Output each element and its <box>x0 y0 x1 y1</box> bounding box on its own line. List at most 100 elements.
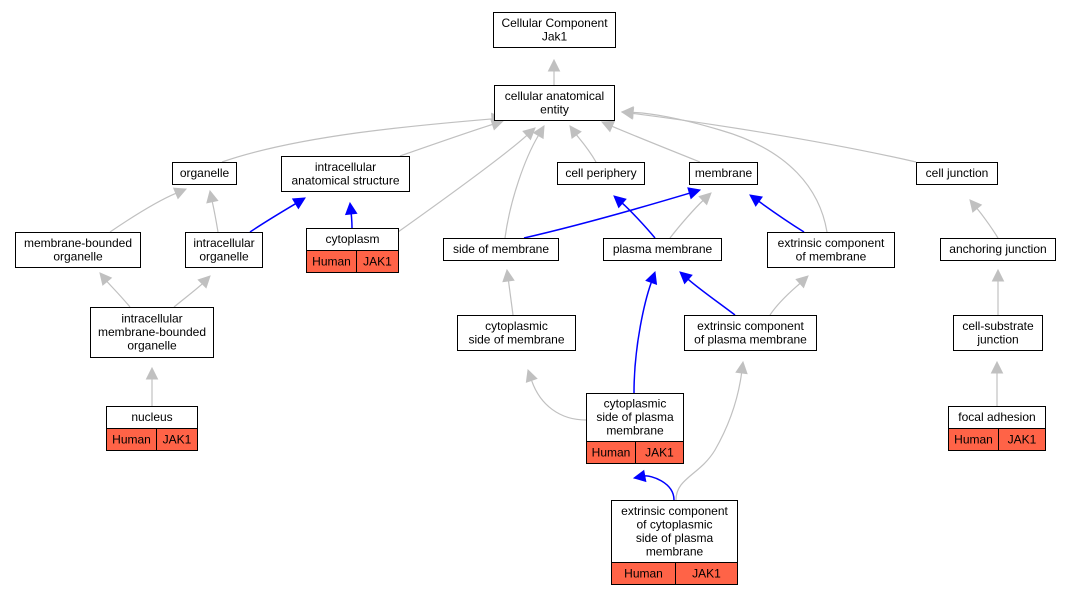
edge-line <box>769 283 801 316</box>
edge-line <box>644 475 675 501</box>
edge-line <box>531 380 587 421</box>
node-anchoring-junction[interactable]: anchoring junction <box>940 238 1056 261</box>
node-membrane[interactable]: membrane <box>689 162 758 185</box>
node-box <box>689 162 758 185</box>
edge-is-a <box>145 366 159 406</box>
node-box <box>916 162 998 185</box>
edge-is-a <box>109 187 188 233</box>
edge-line <box>633 282 653 394</box>
edge-is-a <box>969 199 999 239</box>
edge-is-a <box>620 106 828 233</box>
edge-line <box>211 201 219 233</box>
node-box <box>185 232 263 268</box>
node-box <box>494 85 615 121</box>
edge-line <box>249 203 296 233</box>
arrowhead <box>795 275 809 289</box>
node-organelle[interactable]: organelle <box>172 162 237 185</box>
edge-line <box>675 372 743 501</box>
node-plasma-membrane[interactable]: plasma membrane <box>603 238 722 261</box>
arrowhead <box>172 187 188 200</box>
node-box <box>172 162 237 185</box>
node-label: anchoring junction <box>949 242 1046 256</box>
edge-is-a <box>206 189 219 233</box>
node-label: junction <box>976 332 1018 346</box>
node-label: extrinsic component <box>697 319 804 333</box>
annotation-gene-cell <box>675 562 738 585</box>
edge-part-of <box>249 197 306 233</box>
edge-is-a <box>525 368 587 421</box>
edge-is-a <box>504 125 545 239</box>
node-label: organelle <box>199 249 249 263</box>
arrowhead <box>679 271 693 285</box>
edge-line <box>621 202 656 239</box>
node-box <box>90 307 214 358</box>
annotation-gene-cell <box>635 441 684 464</box>
edge-part-of <box>523 187 702 239</box>
node-label: cytoplasmic <box>604 397 667 411</box>
edge-line <box>109 192 177 233</box>
node-label: membrane <box>695 166 753 180</box>
node-box <box>457 315 576 351</box>
node-box <box>557 162 645 185</box>
edge-part-of <box>679 271 736 316</box>
edge-part-of <box>613 195 656 239</box>
node-side-of-membrane[interactable]: side of membrane <box>443 238 559 261</box>
arrowhead <box>600 120 616 133</box>
node-box <box>684 315 817 351</box>
edge-line <box>687 278 736 316</box>
annotation-gene: JAK1 <box>692 567 721 581</box>
annotation-species: Human <box>954 433 993 447</box>
node-label: cell-substrate <box>962 319 1034 333</box>
edge-line <box>576 134 597 163</box>
arrowhead <box>632 469 647 483</box>
node-label: of cytoplasmic <box>636 517 712 531</box>
edge-is-a <box>397 127 536 233</box>
node-box <box>603 238 722 261</box>
edges-layer <box>99 58 1005 501</box>
node-label: nucleus <box>131 410 172 424</box>
node-label: side of membrane <box>453 242 549 256</box>
arrowhead <box>502 268 515 283</box>
annotation-gene-cell <box>998 428 1046 451</box>
arrowhead <box>547 58 561 72</box>
edge-line <box>221 118 493 163</box>
node-label: extrinsic component <box>621 504 728 518</box>
edge-is-a <box>502 268 515 316</box>
edge-line <box>397 134 528 233</box>
node-label: side of membrane <box>468 332 564 346</box>
node-label: membrane-bounded <box>24 236 132 250</box>
node-cell-periphery[interactable]: cell periphery <box>557 162 645 185</box>
edge-part-of <box>633 270 658 394</box>
annotation-gene: JAK1 <box>363 255 392 269</box>
node-label: cellular anatomical <box>505 89 604 103</box>
edge-is-a <box>221 112 505 163</box>
arrowhead <box>197 275 211 289</box>
edge-is-a <box>991 268 1005 315</box>
edge-line <box>106 281 131 308</box>
arrowhead <box>990 360 1004 374</box>
arrowhead <box>522 127 536 141</box>
node-label: intracellular <box>315 160 376 174</box>
node-label: membrane <box>606 424 664 438</box>
node-label: of plasma membrane <box>694 332 807 346</box>
node-cell-junction[interactable]: cell junction <box>916 162 998 185</box>
edge-line <box>399 123 493 157</box>
arrowhead <box>99 272 113 286</box>
